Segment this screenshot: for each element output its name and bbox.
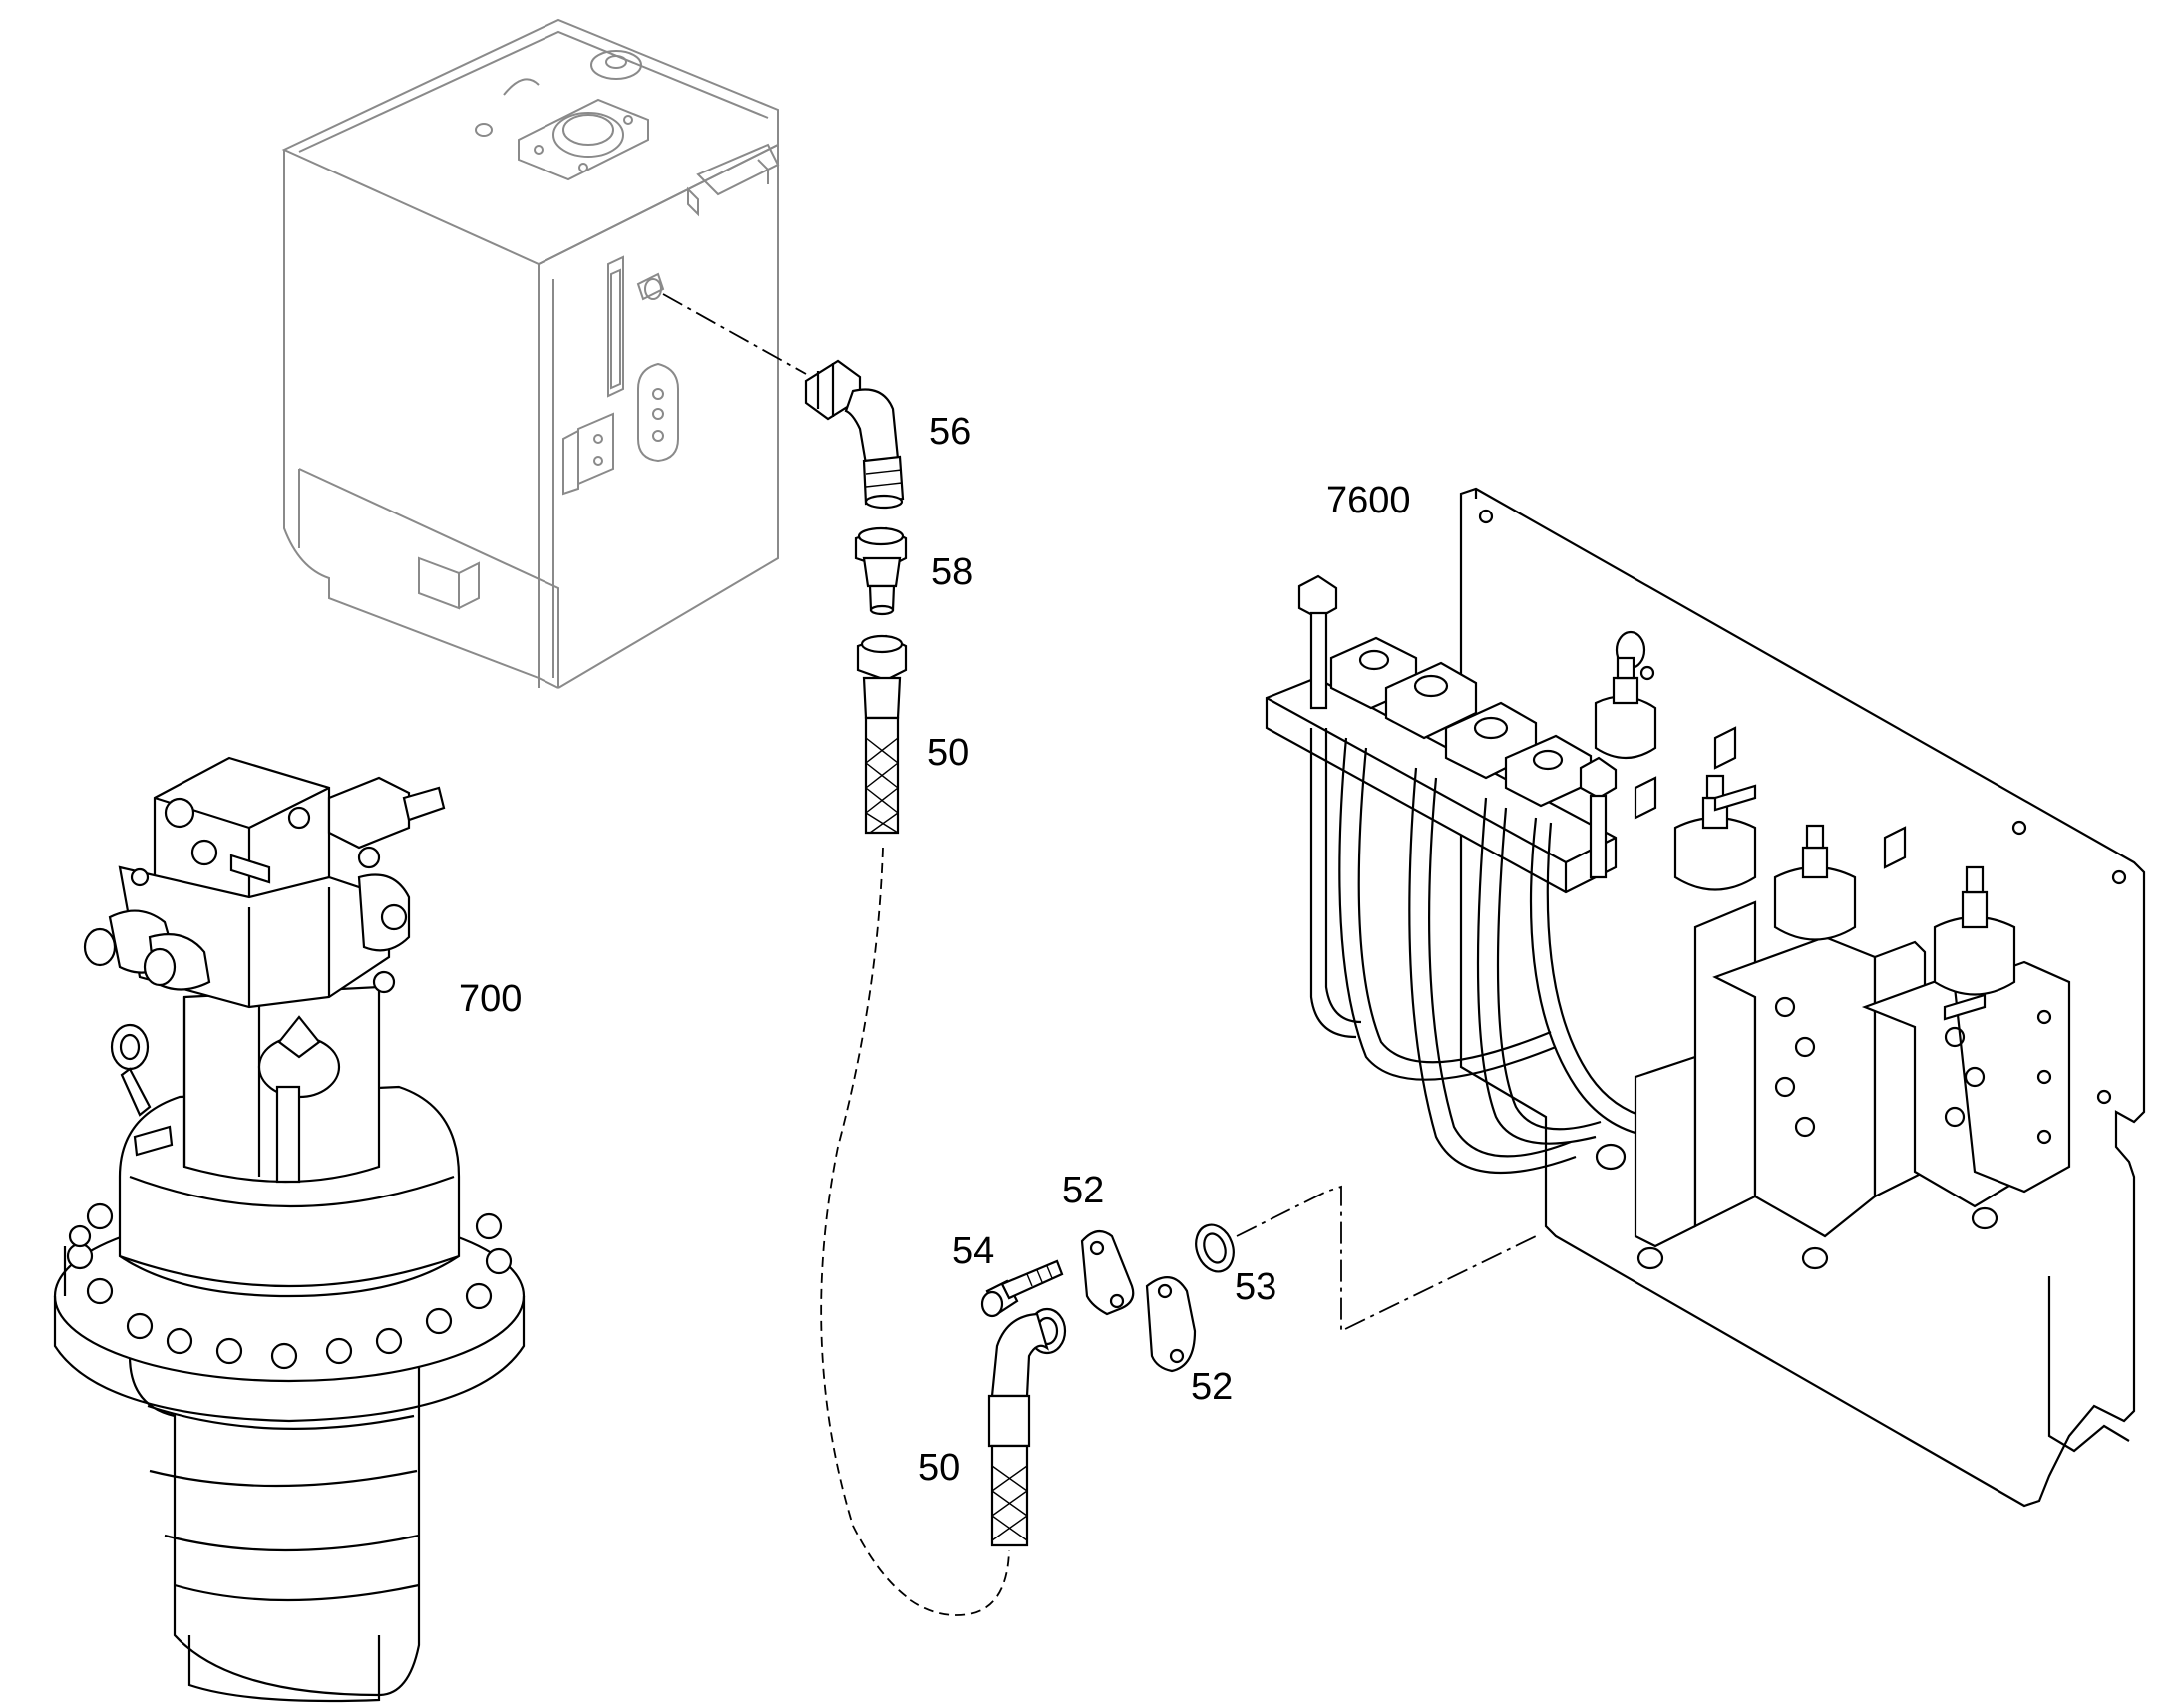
hydraulic-tank — [281, 18, 780, 689]
travel-gearbox-700 — [53, 756, 526, 1703]
callout-53: 53 — [1235, 1266, 1277, 1308]
callout-56: 56 — [929, 411, 972, 453]
control-valve-assembly-7600 — [1265, 487, 2146, 1508]
callout-50-bottom: 50 — [918, 1447, 961, 1489]
elbow-fitting-56 — [804, 359, 905, 510]
hose-50-top — [856, 634, 908, 835]
callout-50-top: 50 — [927, 732, 970, 774]
flange-half-52-bottom — [1145, 1276, 1197, 1373]
callout-700: 700 — [459, 978, 523, 1020]
callout-52-bottom: 52 — [1191, 1366, 1234, 1408]
callout-7600: 7600 — [1326, 480, 1411, 521]
callout-54: 54 — [952, 1230, 995, 1272]
assembly-centerlines — [662, 293, 1537, 1616]
bolt-54 — [980, 1259, 1064, 1318]
adapter-fitting-58 — [854, 526, 908, 616]
callout-58: 58 — [931, 551, 974, 593]
flange-half-52-top — [1080, 1229, 1135, 1316]
o-ring-53 — [1195, 1223, 1235, 1273]
callout-52-top: 52 — [1062, 1170, 1105, 1211]
hose-50-bottom — [987, 1307, 1067, 1547]
